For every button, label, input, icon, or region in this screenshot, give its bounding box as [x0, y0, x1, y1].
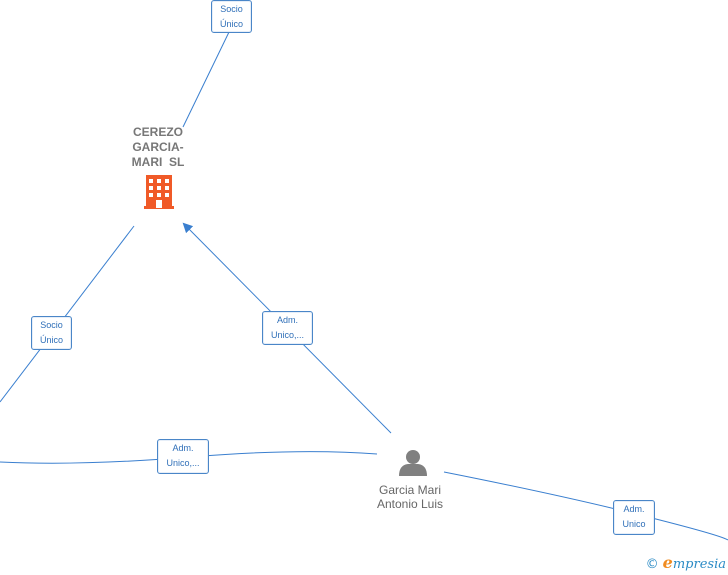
edge-label-left-line-1: Socio: [40, 320, 63, 330]
brand-initial: e: [662, 553, 673, 572]
edge-label-bottom-right-line-1: Adm.: [623, 504, 645, 514]
edge-label-bottom-left-line-2: Unico,...: [166, 458, 200, 468]
edge-label-center-line-2: Unico,...: [270, 330, 304, 340]
person-icon[interactable]: [399, 450, 427, 476]
person-name[interactable]: Garcia Mari Antonio Luis: [360, 483, 460, 511]
edge-label-top-line-2: Único: [219, 19, 243, 29]
edge-label-center-line-1: Adm.: [276, 315, 298, 325]
edge-label-bottom-right[interactable]: Adm. Unico: [613, 500, 655, 535]
edge-label-center[interactable]: Adm. Unico,...: [262, 311, 313, 345]
edge-label-top[interactable]: Socio Único: [211, 0, 252, 33]
building-icon[interactable]: [144, 175, 174, 209]
edge-label-bottom-left-line-1: Adm.: [172, 443, 194, 453]
empresia-logo: ©empresia: [646, 553, 726, 572]
company-name-line-3: MARI SL: [131, 155, 185, 169]
person-name-line-2: Antonio Luis: [376, 497, 444, 511]
copyright-symbol: ©: [645, 557, 659, 572]
edge-company-left: [0, 225, 135, 403]
brand-name: mpresia: [672, 557, 726, 572]
edge-label-bottom-left[interactable]: Adm. Unico,...: [157, 439, 209, 474]
edge-label-left[interactable]: Socio Único: [31, 316, 72, 350]
company-name[interactable]: CEREZO GARCIA- MARI SL: [113, 125, 203, 170]
edge-person-right: [443, 471, 728, 541]
edge-label-left-line-2: Único: [39, 335, 63, 345]
company-name-line-1: CEREZO: [132, 125, 183, 139]
edge-company-top: [182, 29, 231, 128]
company-name-line-2: GARCIA-: [132, 140, 184, 154]
person-name-line-1: Garcia Mari: [378, 483, 441, 497]
edge-label-bottom-right-line-2: Unico: [622, 519, 646, 529]
edge-label-top-line-1: Socio: [220, 4, 243, 14]
